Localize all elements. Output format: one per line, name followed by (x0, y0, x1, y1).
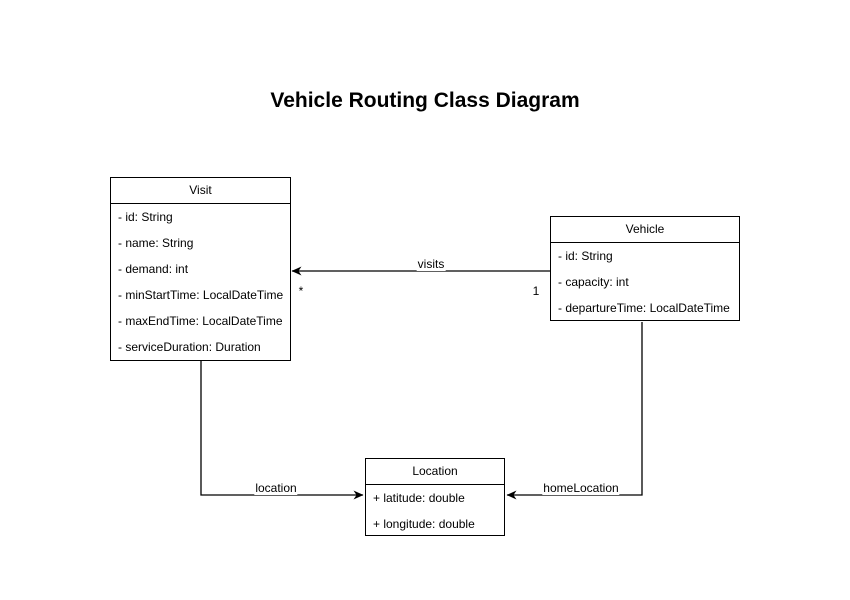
edge-label-homelocation: homeLocation (542, 481, 620, 495)
class-attribute: + latitude: double (373, 491, 465, 505)
edge-label-location: location (254, 481, 298, 495)
edge-location-line (200, 361, 364, 500)
class-attribute: - serviceDuration: Duration (118, 340, 261, 354)
edge-label-visits: visits (416, 257, 446, 271)
class-node-location: Location + latitude: double + longitude:… (365, 458, 505, 536)
class-title-vehicle: Vehicle (551, 217, 739, 243)
class-attribute: - departureTime: LocalDateTime (558, 301, 730, 315)
edge-homelocation-line (506, 322, 643, 500)
diagram-title: Vehicle Routing Class Diagram (270, 89, 580, 112)
class-attribute: - minStartTime: LocalDateTime (118, 288, 284, 302)
class-node-visit: Visit - id: String - name: String - dema… (110, 177, 291, 361)
multiplicity-visits-star: * (298, 284, 304, 298)
multiplicity-visits-one: 1 (532, 284, 540, 298)
class-attribute: + longitude: double (373, 517, 475, 531)
class-title-visit: Visit (111, 178, 290, 204)
class-attribute: - capacity: int (558, 275, 629, 289)
class-attribute: - name: String (118, 236, 194, 250)
class-title-location: Location (366, 459, 504, 485)
class-attribute: - id: String (118, 210, 173, 224)
class-node-vehicle: Vehicle - id: String - capacity: int - d… (550, 216, 740, 321)
class-attribute: - id: String (558, 249, 613, 263)
class-attribute: - maxEndTime: LocalDateTime (118, 314, 283, 328)
class-attribute: - demand: int (118, 262, 189, 276)
